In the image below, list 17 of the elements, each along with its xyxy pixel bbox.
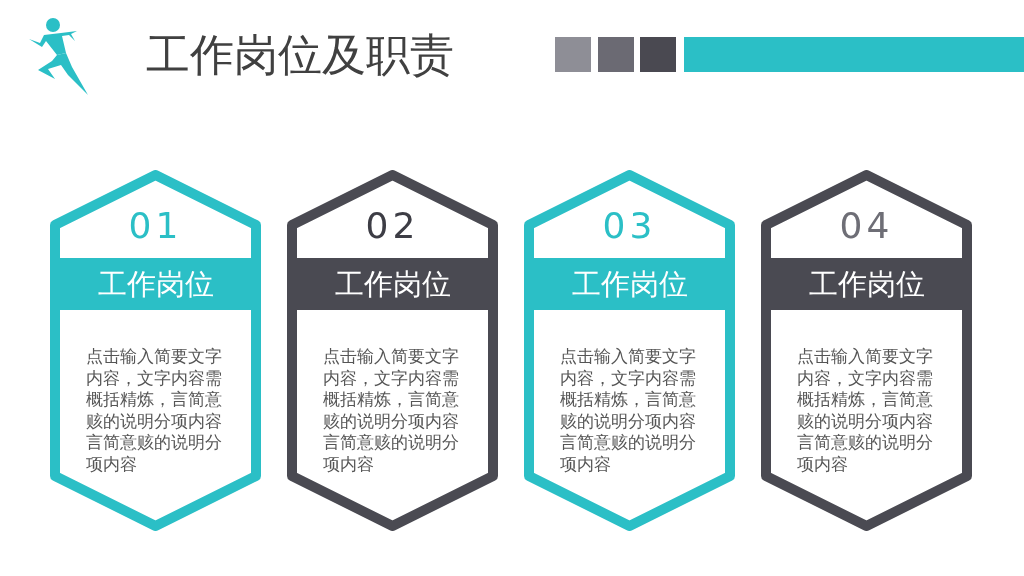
- step-number: 02: [364, 208, 421, 244]
- card-heading: 工作岗位: [96, 270, 215, 299]
- card-heading: 工作岗位: [807, 270, 926, 299]
- slide-title: 工作岗位及职责: [146, 31, 454, 80]
- step-number: 03: [601, 208, 658, 244]
- step-number: 01: [127, 208, 184, 244]
- hexagon-card: [287, 170, 498, 531]
- card-heading: 工作岗位: [333, 270, 452, 299]
- card-description: 点击输入简要文字内容，文字内容需概括精炼，言简意赅的说明分项内容言简意赅的说明分项内容: [323, 346, 460, 475]
- step-number: 04: [838, 208, 895, 244]
- hexagon-card: [524, 170, 735, 531]
- hexagon-card: [50, 170, 261, 531]
- card-description: 点击输入简要文字内容，文字内容需概括精炼，言简意赅的说明分项内容言简意赅的说明分项内容: [560, 346, 697, 475]
- hexagon-card: [761, 170, 972, 531]
- card-description: 点击输入简要文字内容，文字内容需概括精炼，言简意赅的说明分项内容言简意赅的说明分项内容: [797, 346, 934, 475]
- card-heading: 工作岗位: [570, 270, 689, 299]
- card-description: 点击输入简要文字内容，文字内容需概括精炼，言简意赅的说明分项内容言简意赅的说明分项内容: [86, 346, 223, 475]
